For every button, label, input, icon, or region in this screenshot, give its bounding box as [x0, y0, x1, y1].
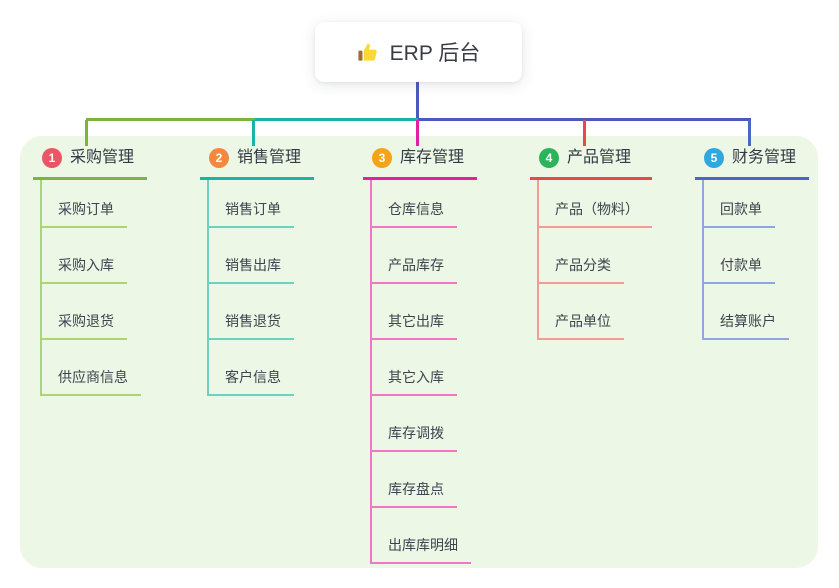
child-label: 采购退货 [42, 311, 127, 340]
branch-number-badge: 4 [539, 148, 559, 168]
root-node-label: ERP 后台 [389, 42, 481, 65]
thumbs-up-icon [357, 41, 380, 64]
drop-line-product [583, 120, 586, 146]
child-node[interactable]: 产品单位 [539, 284, 652, 340]
branch-node-product[interactable]: 4 产品管理 [530, 146, 652, 180]
child-node[interactable]: 出库库明细 [372, 508, 477, 564]
child-label: 仓库信息 [372, 199, 457, 228]
child-node[interactable]: 产品分类 [539, 228, 652, 284]
child-node[interactable]: 仓库信息 [372, 180, 477, 228]
branch-finance: 5 财务管理 回款单 付款单 结算账户 [695, 146, 810, 340]
child-label: 产品分类 [539, 255, 624, 284]
child-node[interactable]: 其它入库 [372, 340, 477, 396]
branch-node-finance[interactable]: 5 财务管理 [695, 146, 810, 180]
child-label: 供应商信息 [42, 367, 141, 396]
child-label: 客户信息 [209, 367, 294, 396]
bus-line-sales [255, 118, 418, 121]
child-label: 结算账户 [704, 311, 789, 340]
drop-line-finance [748, 120, 751, 146]
child-node[interactable]: 其它出库 [372, 284, 477, 340]
child-label: 采购订单 [42, 199, 127, 228]
child-label: 库存调拨 [372, 423, 457, 452]
drop-line-sales [252, 120, 255, 146]
child-node[interactable]: 付款单 [704, 228, 809, 284]
child-label: 销售出库 [209, 255, 294, 284]
child-node[interactable]: 产品库存 [372, 228, 477, 284]
branch-node-inventory[interactable]: 3 库存管理 [363, 146, 478, 180]
child-node[interactable]: 采购订单 [42, 180, 147, 228]
child-node[interactable]: 销售出库 [209, 228, 314, 284]
branch-sales: 2 销售管理 销售订单 销售出库 销售退货 客户信息 [200, 146, 315, 396]
branch-children-product: 产品（物料） 产品分类 产品单位 [537, 180, 652, 340]
branch-number-badge: 5 [704, 148, 724, 168]
drop-line-purchase [85, 120, 88, 146]
branch-label-inventory: 库存管理 [400, 149, 465, 166]
bus-line-purchase [86, 118, 255, 121]
child-label: 销售退货 [209, 311, 294, 340]
child-label: 其它入库 [372, 367, 457, 396]
child-node[interactable]: 产品（物料） [539, 180, 652, 228]
branch-node-sales[interactable]: 2 销售管理 [200, 146, 315, 180]
child-label: 产品库存 [372, 255, 457, 284]
child-label: 库存盘点 [372, 479, 457, 508]
branch-label-product: 产品管理 [567, 149, 632, 166]
child-node[interactable]: 供应商信息 [42, 340, 147, 396]
branch-label-finance: 财务管理 [732, 149, 797, 166]
branch-inventory: 3 库存管理 仓库信息 产品库存 其它出库 其它入库 库存调拨 库存盘点 出库库… [363, 146, 478, 564]
branch-label-sales: 销售管理 [237, 149, 302, 166]
child-node[interactable]: 采购入库 [42, 228, 147, 284]
child-node[interactable]: 回款单 [704, 180, 809, 228]
branch-label-purchase: 采购管理 [70, 149, 135, 166]
branch-purchase: 1 采购管理 采购订单 采购入库 采购退货 供应商信息 [33, 146, 148, 396]
branch-children-purchase: 采购订单 采购入库 采购退货 供应商信息 [40, 180, 147, 396]
branch-product: 4 产品管理 产品（物料） 产品分类 产品单位 [530, 146, 652, 340]
branch-children-finance: 回款单 付款单 结算账户 [702, 180, 809, 340]
child-node[interactable]: 销售退货 [209, 284, 314, 340]
child-label: 出库库明细 [372, 535, 471, 564]
branches-background-panel [20, 136, 818, 568]
child-node[interactable]: 采购退货 [42, 284, 147, 340]
child-label: 采购入库 [42, 255, 127, 284]
child-node[interactable]: 销售订单 [209, 180, 314, 228]
child-label: 产品单位 [539, 311, 624, 340]
branch-children-sales: 销售订单 销售出库 销售退货 客户信息 [207, 180, 314, 396]
child-label: 产品（物料） [539, 199, 652, 228]
branch-number-badge: 1 [42, 148, 62, 168]
drop-line-inventory [416, 120, 419, 146]
child-label: 回款单 [704, 199, 775, 228]
branch-node-purchase[interactable]: 1 采购管理 [33, 146, 148, 180]
child-label: 付款单 [704, 255, 775, 284]
child-node[interactable]: 客户信息 [209, 340, 314, 396]
child-label: 销售订单 [209, 199, 294, 228]
root-node[interactable]: ERP 后台 [315, 22, 522, 82]
child-node[interactable]: 结算账户 [704, 284, 809, 340]
bus-line-right [418, 118, 751, 121]
child-node[interactable]: 库存调拨 [372, 396, 477, 452]
branch-children-inventory: 仓库信息 产品库存 其它出库 其它入库 库存调拨 库存盘点 出库库明细 [370, 180, 477, 564]
root-connector-line [416, 82, 419, 120]
child-node[interactable]: 库存盘点 [372, 452, 477, 508]
child-label: 其它出库 [372, 311, 457, 340]
branch-number-badge: 3 [372, 148, 392, 168]
branch-number-badge: 2 [209, 148, 229, 168]
